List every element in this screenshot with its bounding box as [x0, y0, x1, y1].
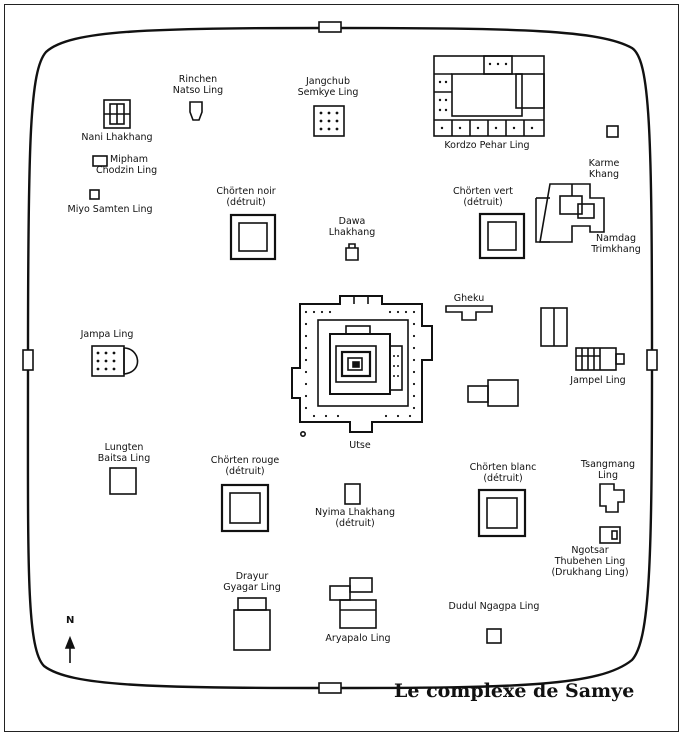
west-gate	[22, 349, 34, 371]
south-gate	[318, 682, 342, 694]
miyo-building	[89, 189, 100, 200]
dawa-building	[345, 243, 359, 261]
chorten-rouge	[220, 483, 270, 533]
kordzo-dots	[438, 62, 534, 130]
label-jampa: Jampa Ling	[80, 329, 134, 340]
north-gate	[318, 21, 342, 33]
mipham-building	[92, 155, 108, 167]
tsangmang-building	[599, 483, 625, 513]
utse-temple	[291, 295, 433, 437]
dudul-building	[486, 628, 502, 644]
label-aryapalo: Aryapalo Ling	[325, 633, 391, 644]
aryapalo-building	[329, 577, 377, 629]
east-building-b	[467, 379, 519, 407]
karme-namdag-building	[535, 183, 605, 243]
lungten-building	[109, 467, 137, 495]
chorten-noir	[229, 213, 277, 261]
east-building-a	[540, 307, 568, 347]
jangchub-dots	[319, 111, 339, 131]
label-nyima: Nyima Lhakhang(détruit)	[315, 507, 395, 529]
nani-building	[103, 99, 131, 129]
nyima-building	[344, 483, 361, 505]
jampa-building	[91, 345, 139, 377]
jangchub-building	[313, 105, 345, 137]
rinchen-building	[189, 101, 203, 121]
ngotsar-building	[599, 526, 621, 544]
jampel-building	[575, 347, 625, 371]
east-gate	[646, 349, 658, 371]
utse-dots	[304, 310, 416, 418]
gheku-building	[445, 305, 493, 321]
north-label: N	[66, 615, 75, 626]
outer-wall	[26, 26, 654, 690]
label-miyo: Miyo Samten Ling	[67, 204, 153, 215]
chorten-vert	[478, 212, 526, 260]
label-chorten-blanc: Chörten blanc(détruit)	[469, 462, 537, 484]
label-chorten-rouge: Chörten rouge(détruit)	[210, 455, 280, 477]
label-gheku: Gheku	[453, 293, 485, 304]
small-shrine-ne	[606, 125, 619, 138]
label-nani: Nani Lhakhang	[81, 132, 153, 143]
label-chorten-noir: Chörten noir(détruit)	[216, 186, 276, 208]
chorten-blanc	[477, 488, 527, 538]
map-title: Le complexe de Samye	[394, 680, 635, 702]
drayur-building	[233, 597, 271, 651]
label-chorten-vert: Chörten vert(détruit)	[452, 186, 514, 208]
label-dudul: Dudul Ngagpa Ling	[448, 601, 540, 612]
kordzo-building	[433, 55, 545, 137]
label-utse: Utse	[349, 440, 371, 451]
label-jampel: Jampel Ling	[570, 375, 626, 386]
jampa-dots	[96, 351, 116, 371]
north-arrow-icon	[64, 635, 76, 663]
label-kordzo: Kordzo Pehar Ling	[444, 140, 530, 151]
figure-frame	[4, 4, 679, 732]
